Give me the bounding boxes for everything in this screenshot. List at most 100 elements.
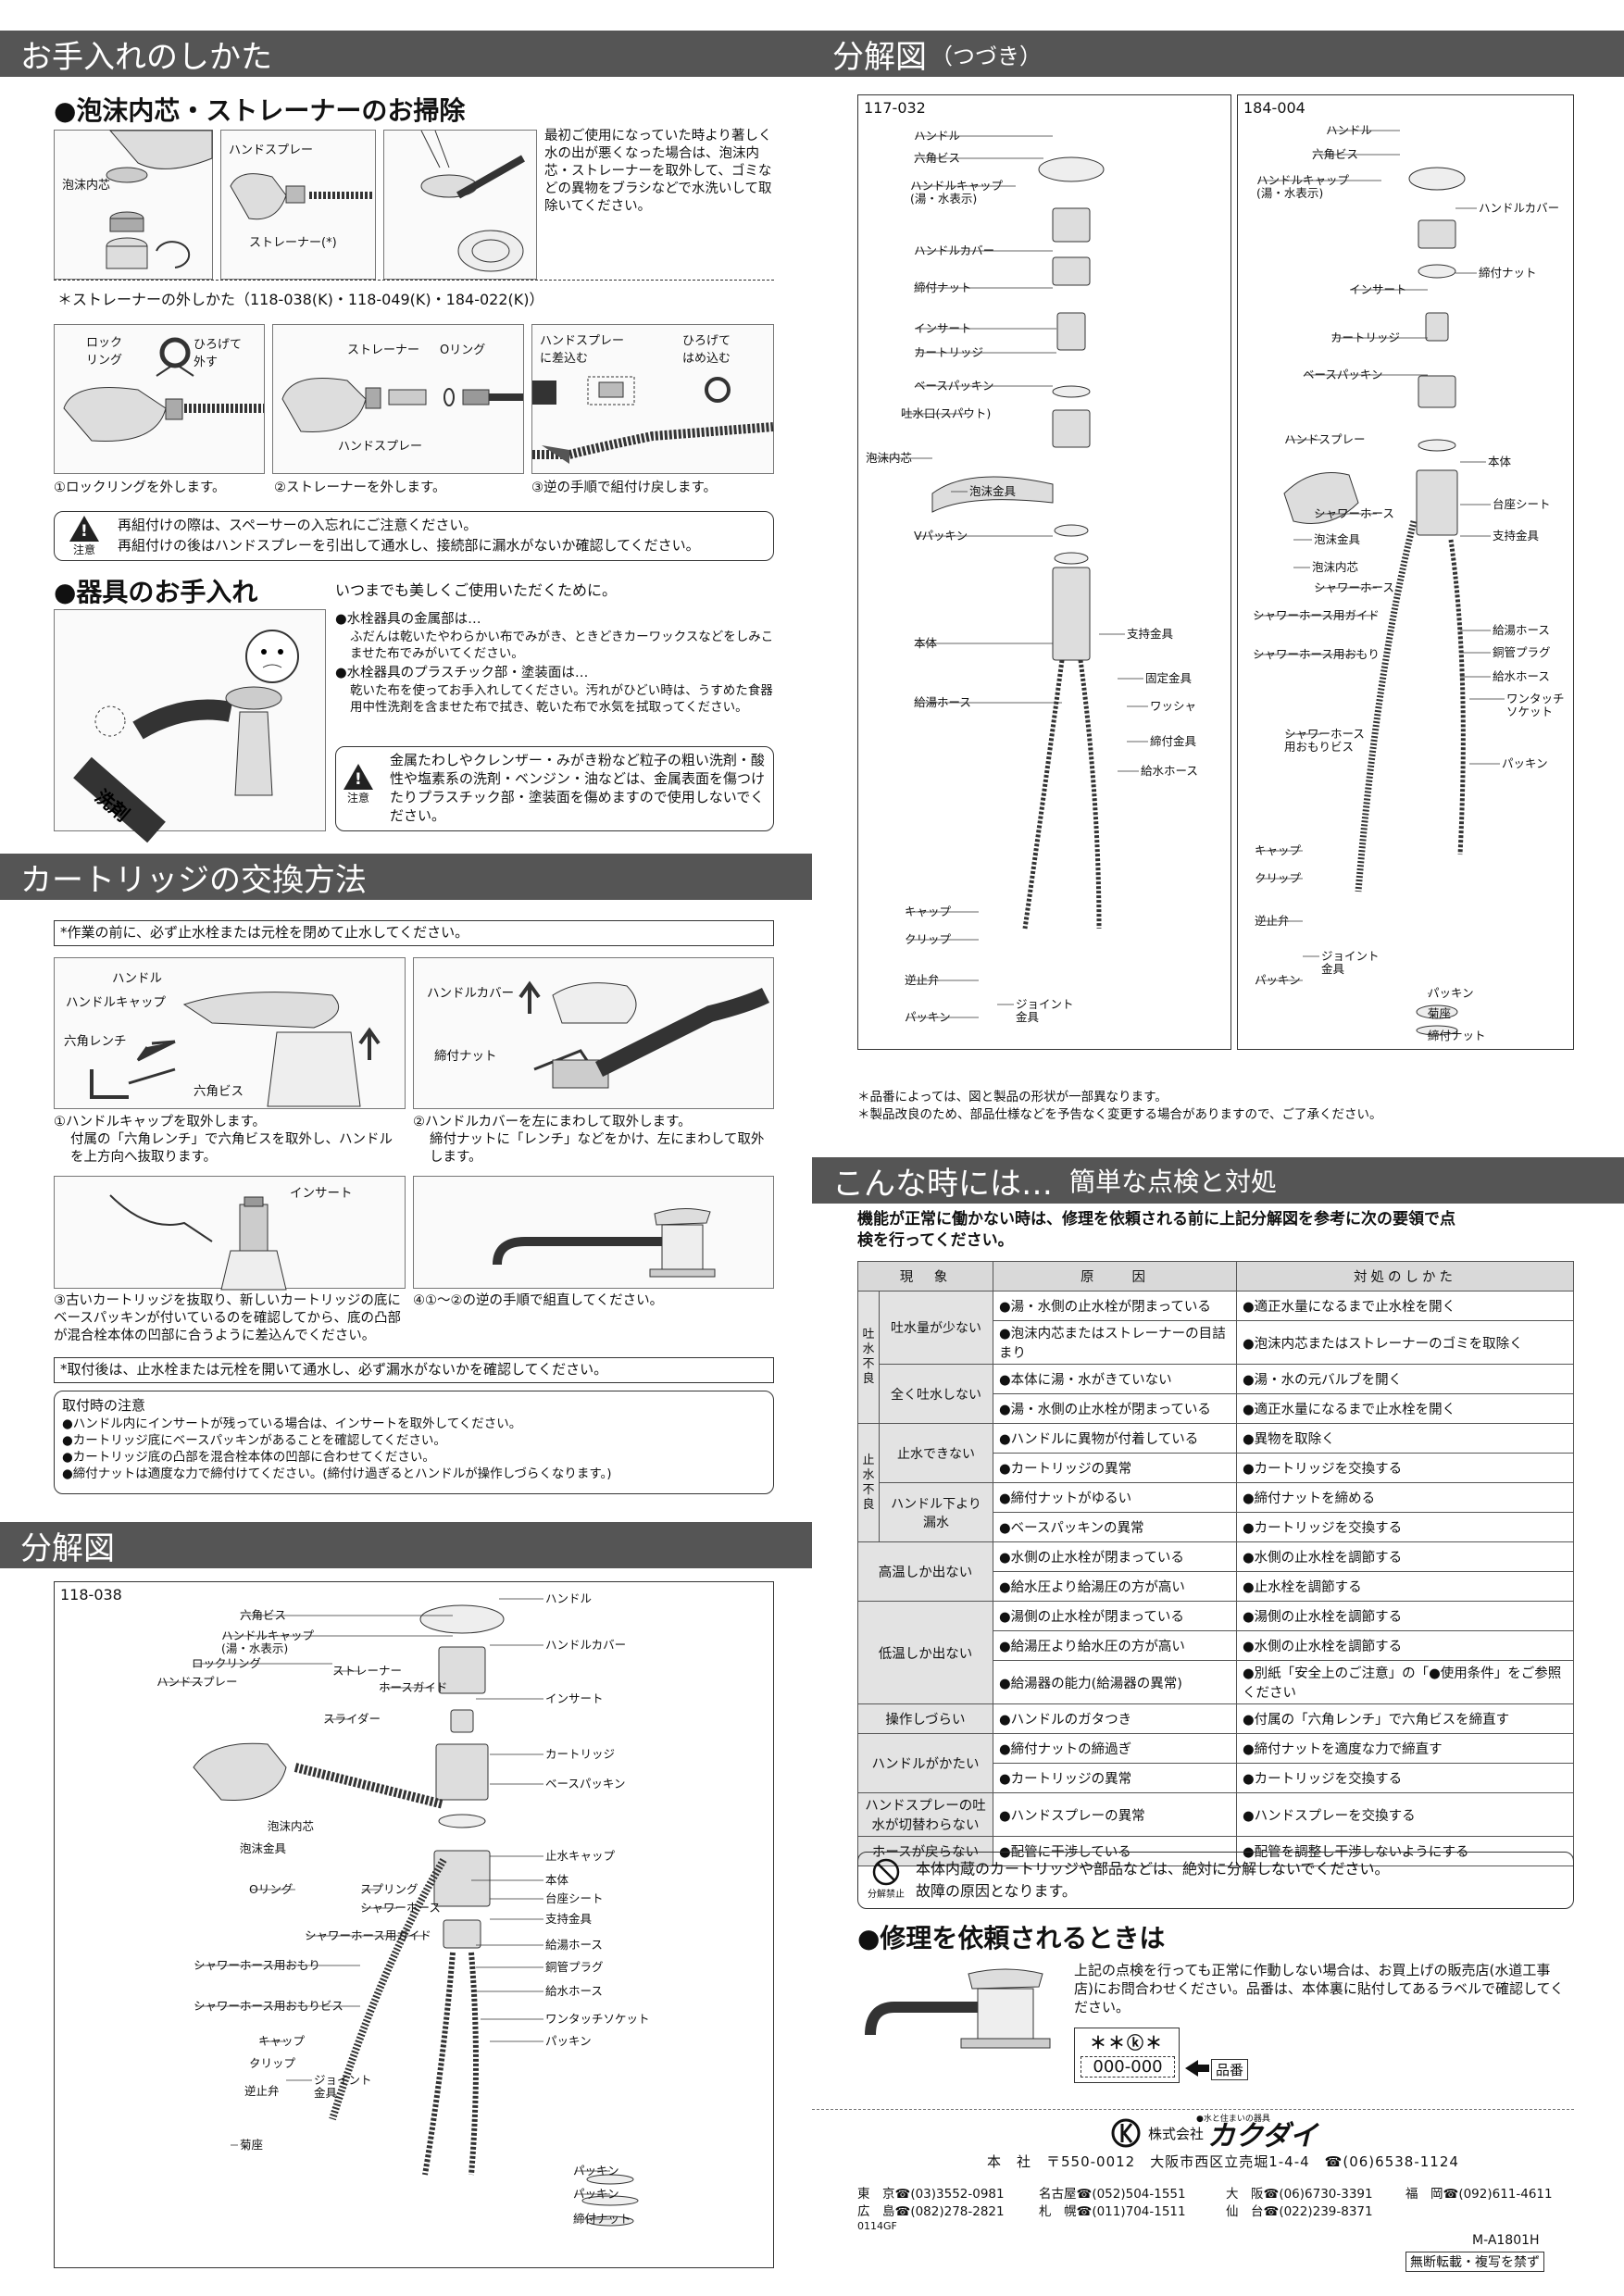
diagram-184-box: 184-004 ハンドル六角ビスハンドルキャップ(湯・水表示)ハンドルカバー締付… [1237, 94, 1574, 1050]
trouble-remedy: ●適正水量になるまで止水栓を開く [1236, 1291, 1574, 1321]
part-shape [586, 2174, 634, 2185]
trouble-row: ●給水圧より給湯圧の方が高い●止水栓を調節する [858, 1571, 1574, 1602]
part-label: キャップ [905, 905, 952, 918]
trouble-cause: ●本体に湯・水がきていない [993, 1364, 1237, 1394]
strainer-caution-icon: 注意 [69, 516, 99, 557]
diagram-117-model: 117-032 [864, 99, 926, 117]
part-shape [1418, 375, 1456, 408]
cartridge-step2-b: 締付ナットに「レンチ」などをかけ、左にまわして取外します。 [430, 1132, 765, 1165]
part-label: 菊座 [240, 2138, 263, 2152]
cartridge-step2-a: ②ハンドルカバーを左にまわして取外します。 [413, 1115, 692, 1129]
part-label: シャワーホース [360, 1901, 441, 1915]
trouble-symptom: ハンドスプレーの吐水が切替わらない [857, 1792, 993, 1837]
diagram-118-box: 118-038 ハンドル六角ビスハンドルキャップ(湯・水表示)ハンドルカバーイン… [54, 1581, 774, 2268]
strainer-step1-image: ロック リング ひろげて 外す [54, 324, 265, 474]
label-aerator: 泡沫内芯 [62, 179, 111, 193]
cartridge-step3: ③古いカートリッジを抜取り、新しいカートリッジの底にベースパッキンが付いているの… [54, 1293, 401, 1343]
section-exploded-cont-title: 分解図（つづき） [812, 31, 1624, 77]
part-label: パッキン [573, 2164, 619, 2177]
branch: 東 京☎(03)3552-0981 [857, 2187, 1005, 2202]
part-label: カートリッジ [914, 345, 983, 359]
company-logo: 株式会社 カクダイ [1111, 2113, 1318, 2153]
part-label: シャワーホース用おもりビス [194, 1999, 344, 2013]
part-label: インサート [1349, 282, 1407, 296]
handspray-shape [193, 1742, 287, 1802]
part-label: 逆止弁 [244, 2084, 280, 2098]
arrow-left-icon [1185, 2060, 1198, 2077]
strainer-step3-image: ハンドスプレー に差込む ひろげて はめ込む [531, 324, 774, 474]
label-hex-wrench: 六角レンチ [64, 1034, 127, 1049]
part-label: ハンドルカバー [1479, 201, 1559, 215]
part-label: ハンドスプレー [156, 1675, 238, 1689]
prohibit-line1: 本体内蔵のカートリッジや部品などは、絶対に分解しないでください。 [916, 1860, 1390, 1878]
part-label: 給水ホース [1493, 669, 1550, 683]
part-label: ロックリング [192, 1656, 261, 1670]
part-label: 台座シート [1493, 497, 1551, 511]
cartridge-post-note: *取付後は、止水栓または元栓を開いて通水し、必ず漏水がないかを確認してください。 [60, 1361, 608, 1378]
strainer-oring-drawing [281, 378, 523, 433]
fixture-caution-text: 金属たわしやクレンザー・みがき粉など粒子の粗い洗剤・酸性や塩素系の洗剤・ベンジン… [390, 752, 766, 824]
trouble-remedy: ●水側の止水栓を調節する [1236, 1541, 1574, 1572]
company-hq: 本 社 〒550-0012 大阪市西区立売堀1-4-4 ☎(06)6538-11… [987, 2153, 1459, 2170]
part-shape [1052, 409, 1091, 448]
section-trouble-main: こんな時には… [832, 1165, 1053, 1203]
trouble-header-cause: 原 因 [993, 1261, 1237, 1292]
trouble-header-remedy: 対処のしかた [1236, 1261, 1574, 1292]
part-shape [1418, 219, 1456, 249]
install-note: ●カートリッジ底の凸部を混合栓本体の凹部に合わせてください。 [62, 1450, 435, 1465]
cartridge-post-note-box: *取付後は、止水栓または元栓を開いて通水し、必ず漏水がないかを確認してください。 [54, 1357, 774, 1383]
company-name: カクダイ [1207, 2120, 1318, 2152]
part-label: 六角ビス [1312, 147, 1358, 161]
cover-nut-removal-drawing [518, 980, 770, 1089]
part-label: ベースパッキン [914, 379, 994, 393]
trouble-remedy: ●締付ナットを適度な力で締直す [1236, 1733, 1574, 1764]
install-notes-list: ●ハンドル内にインサートが残っている場合は、インサートを取外してください。 ●カ… [62, 1416, 612, 1482]
label-hex-screw: 六角ビス [194, 1084, 244, 1099]
part-label: 台座シート [545, 1891, 604, 1905]
part-label: 本体 [545, 1873, 569, 1887]
label-insert: インサート [290, 1186, 353, 1201]
handspray-shape [1283, 472, 1359, 524]
part-label: カートリッジ [1330, 331, 1400, 344]
company-name-prefix: 株式会社 [1148, 2125, 1205, 2142]
aerator-heading: ●泡沫内芯・ストレーナーのお掃除 [54, 95, 466, 126]
part-label: 泡沫内芯 [1312, 560, 1358, 574]
trouble-remedy: ●湯側の止水栓を調節する [1236, 1601, 1574, 1631]
label-spread: ひろげて 外す [194, 338, 243, 369]
part-label: 締付ナット [573, 2212, 631, 2226]
trouble-row: ハンドスプレーの吐水が切替わらない●ハンドスプレーの異常●ハンドスプレーを交換す… [857, 1792, 1574, 1837]
branch: 名古屋☎(052)504-1551 [1039, 2187, 1186, 2202]
part-label: パッキン [1428, 986, 1474, 1000]
aerator-image-3 [383, 130, 537, 280]
part-label: 泡沫内芯 [866, 451, 912, 465]
part-shape [443, 1919, 481, 1949]
cartridge-step4: ④①～②の逆の手順で組直してください。 [413, 1293, 664, 1308]
faucet-drawing [865, 1968, 1051, 2049]
part-label: クリップ [905, 932, 952, 946]
part-shape [1416, 1004, 1458, 1019]
part-shape [1418, 264, 1456, 279]
part-label: 給水ホース [545, 1984, 603, 1998]
repair-heading: ●修理を依頼されるときは [857, 1923, 1166, 1953]
trouble-row: 高温しか出ない●水側の止水栓が閉まっている●水側の止水栓を調節する [857, 1541, 1574, 1602]
repair-text: 上記の点検を行っても正常に作動しない場合は、お買上げの販売店(水道工事店)にお問… [1074, 1962, 1565, 2015]
section-cartridge-title-text: カートリッジの交換方法 [20, 861, 367, 899]
supply-hose-shape [468, 1952, 479, 2176]
trouble-row: ●給湯圧より給水圧の方が高い●水側の止水栓を調節する [858, 1630, 1574, 1661]
part-label: 六角ビス [914, 151, 960, 165]
trouble-remedy: ●別紙「安全上のご注意」の「●使用条件」をご参照ください [1236, 1660, 1574, 1704]
strainer-step1: ①ロックリングを外します。 [54, 480, 226, 495]
fixture-care-heading: ●器具のお手入れ [54, 577, 258, 607]
cartridge-step3-image: インサート [54, 1176, 406, 1291]
company-divider [812, 2109, 1574, 2110]
install-note: ●締付ナットは適度な力で締付けてください。(締付け過ぎるとハンドルが操作しづらく… [62, 1466, 612, 1481]
assembled-faucet-drawing [493, 1208, 716, 1278]
trouble-remedy: ●止水栓を調節する [1236, 1571, 1574, 1602]
trouble-row: ●カートリッジの異常●カートリッジを交換する [858, 1763, 1574, 1793]
fixture-caution-box: 注意 金属たわしやクレンザー・みがき粉など粒子の粗い洗剤・酸性や塩素系の洗剤・ベ… [335, 746, 774, 831]
branch: 札 幌☎(011)704-1511 [1039, 2204, 1186, 2219]
part-shape [438, 1646, 486, 1694]
part-label: 逆止弁 [905, 973, 940, 987]
aerator-separator [54, 280, 774, 281]
trouble-row: ●湯・水側の止水栓が閉まっている●適正水量になるまで止水栓を開く [858, 1393, 1574, 1424]
